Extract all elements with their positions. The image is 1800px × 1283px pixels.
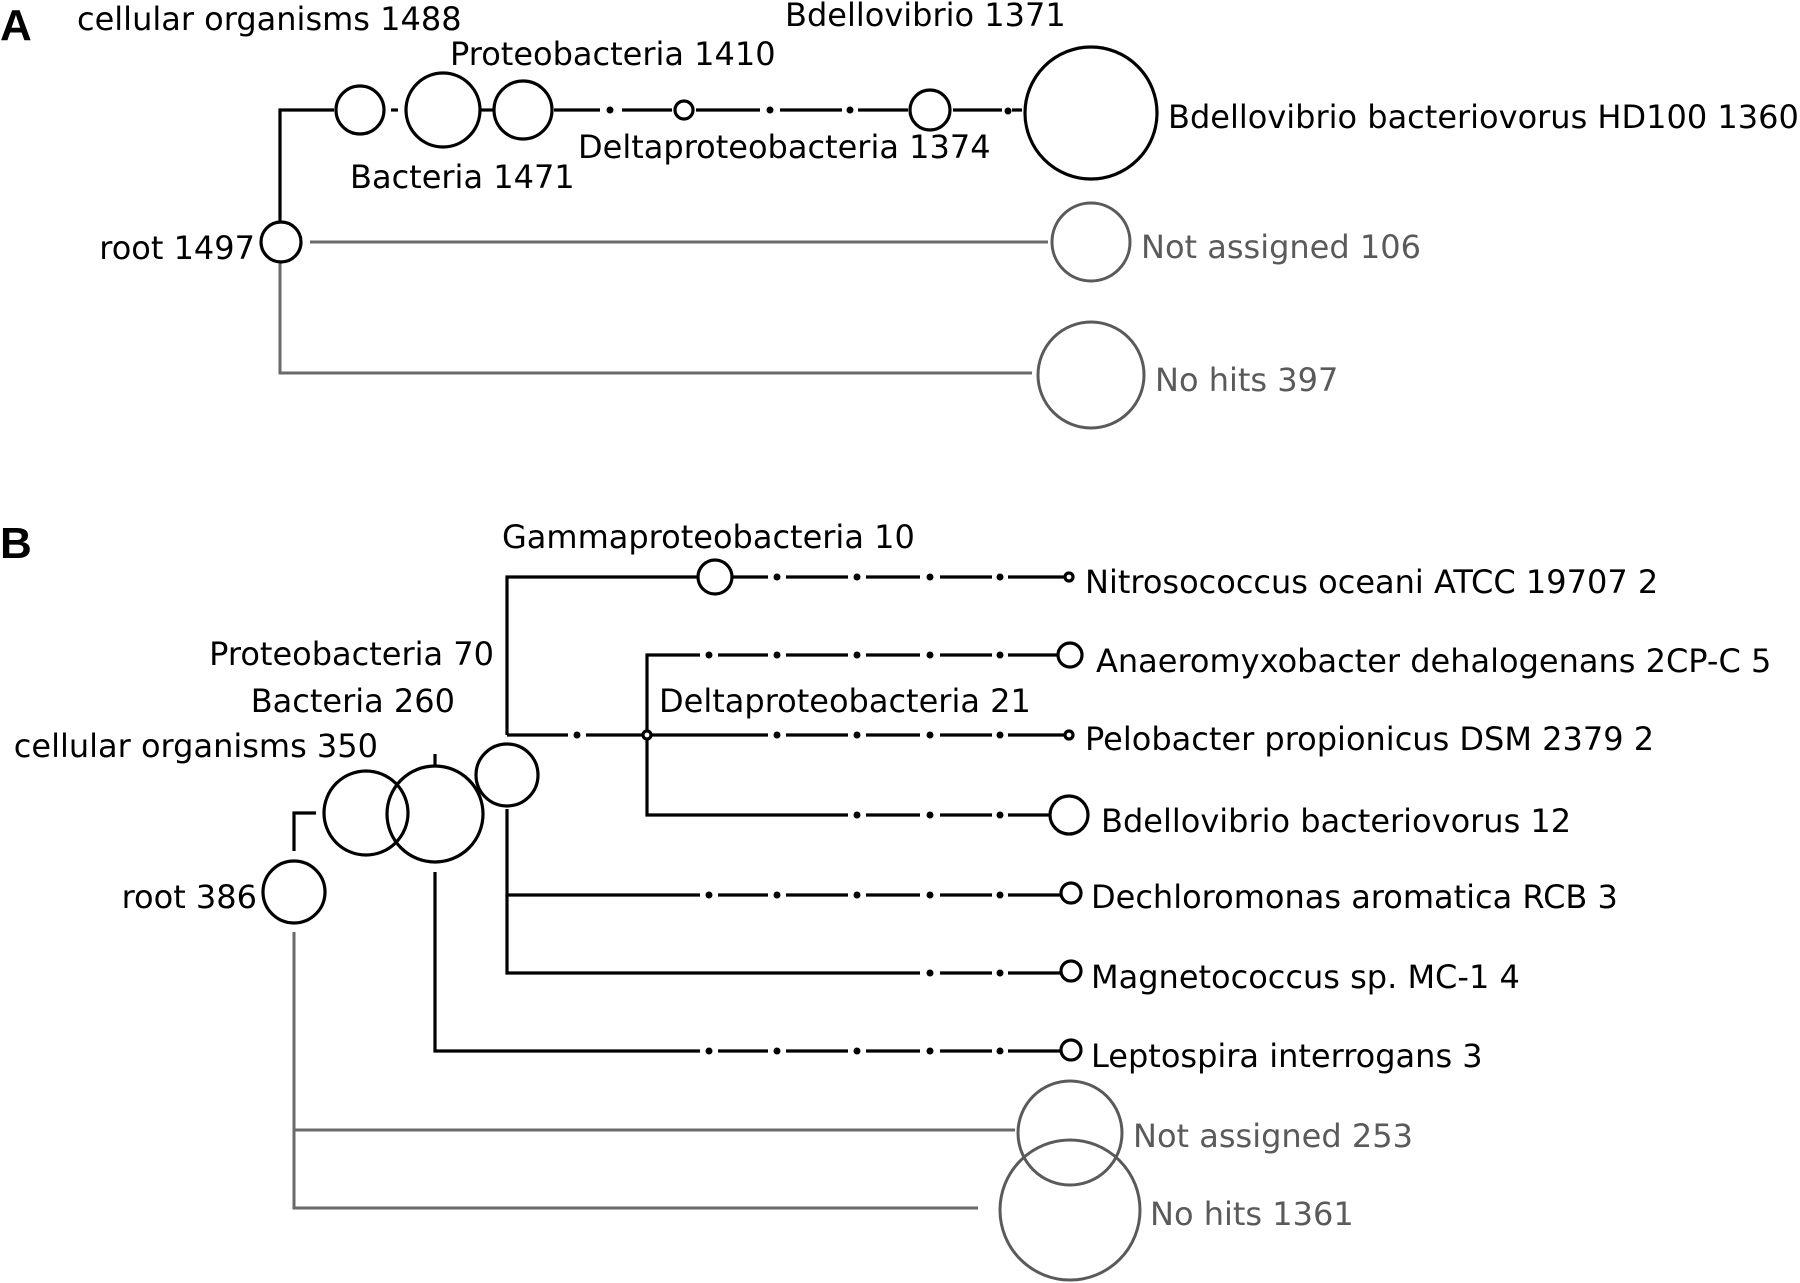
label-no-hits: No hits 1361 (1150, 1195, 1354, 1233)
rank-dot (846, 106, 854, 114)
node-deltaproteobacteria[interactable] (673, 99, 695, 121)
panel-b-letter: B (0, 519, 32, 568)
label-gammaproteobacteria: Gammaproteobacteria 10 (502, 518, 915, 556)
rank-dot (705, 1047, 713, 1055)
rank-dot (773, 731, 781, 739)
edge-proteo-gamma (505, 575, 698, 735)
rank-dot (573, 731, 581, 739)
rank-dot (853, 573, 861, 581)
node-gammaproteobacteria[interactable] (696, 558, 734, 596)
edge-proteo-magneto (505, 895, 1061, 975)
rank-dot (926, 969, 934, 977)
rank-dot (773, 891, 781, 899)
label-proteobacteria: Proteobacteria 70 (209, 635, 494, 673)
node-bacteria[interactable] (385, 764, 485, 864)
node-root[interactable] (261, 859, 327, 925)
rank-dot (996, 573, 1004, 581)
rank-dot (996, 891, 1004, 899)
rank-dot (996, 651, 1004, 659)
node-anaeromyxobacter[interactable] (1056, 641, 1084, 669)
label-root: root 1497 (99, 229, 255, 267)
label-root: root 386 (122, 878, 257, 916)
rank-dot (853, 651, 861, 659)
rank-dot (766, 106, 774, 114)
label-proteobacteria: Proteobacteria 1410 (450, 35, 776, 73)
edge-root-cellular (278, 108, 334, 222)
rank-dot (853, 811, 861, 819)
label-not-assigned: Not assigned 253 (1133, 1117, 1413, 1155)
rank-dots (573, 573, 1004, 1055)
panel-a-letter: A (0, 1, 32, 50)
label-bdellovibrio-hd100: Bdellovibrio bacteriovorus HD100 1360 (1168, 98, 1799, 136)
label-leptospira: Leptospira interrogans 3 (1091, 1037, 1483, 1075)
label-bdellovibrio-bacteriovorus: Bdellovibrio bacteriovorus 12 (1101, 802, 1571, 840)
rank-dot (853, 731, 861, 739)
rank-dot (996, 969, 1004, 977)
node-not-assigned[interactable] (1050, 201, 1132, 283)
rank-dot (996, 811, 1004, 819)
label-bdellovibrio: Bdellovibrio 1371 (785, 0, 1066, 34)
node-bacteria[interactable] (404, 71, 482, 149)
label-magnetococcus: Magnetococcus sp. MC-1 4 (1091, 958, 1520, 996)
label-pelobacter: Pelobacter propionicus DSM 2379 2 (1085, 720, 1654, 758)
label-bacteria: Bacteria 260 (251, 682, 455, 720)
label-bacteria: Bacteria 1471 (350, 158, 575, 196)
rank-dot (705, 891, 713, 899)
rank-dot (926, 651, 934, 659)
rank-dot (996, 731, 1004, 739)
rank-dot (926, 731, 934, 739)
rank-dot (1004, 107, 1012, 115)
rank-dot (773, 573, 781, 581)
node-leptospira[interactable] (1059, 1038, 1083, 1062)
edge-root-nohits (292, 932, 978, 1210)
label-deltaproteobacteria: Deltaproteobacteria 21 (659, 682, 1031, 720)
node-cellular-organisms[interactable] (322, 769, 410, 857)
rank-dot (996, 1047, 1004, 1055)
label-deltaproteobacteria: Deltaproteobacteria 1374 (578, 128, 991, 166)
node-proteobacteria[interactable] (492, 79, 554, 141)
label-not-assigned: Not assigned 106 (1141, 228, 1421, 266)
rank-dot (773, 1047, 781, 1055)
node-bdellovibrio-hd100[interactable] (1023, 45, 1159, 181)
node-bdellovibrio-bacteriovorus[interactable] (1048, 794, 1090, 836)
edge-proteo-dechlo (505, 809, 1061, 897)
node-root[interactable] (259, 220, 303, 264)
node-cellular-organisms[interactable] (334, 84, 386, 136)
edge-delta-bdello (645, 739, 1051, 817)
rank-dot (926, 1047, 934, 1055)
label-no-hits: No hits 397 (1155, 361, 1338, 399)
node-no-hits[interactable] (998, 1138, 1142, 1282)
node-bdellovibrio[interactable] (908, 88, 952, 132)
rank-dot (853, 891, 861, 899)
rank-dot (926, 573, 934, 581)
rank-dot (926, 891, 934, 899)
node-not-assigned[interactable] (1016, 1079, 1124, 1187)
edge-root-cellular (292, 811, 316, 851)
node-pelobacter[interactable] (1063, 729, 1075, 741)
rank-dot (926, 811, 934, 819)
label-nitrosococcus: Nitrosococcus oceani ATCC 19707 2 (1085, 563, 1658, 601)
label-dechloromonas: Dechloromonas aromatica RCB 3 (1091, 878, 1618, 916)
panel-b: B (0, 518, 1771, 1282)
rank-dot (705, 651, 713, 659)
edge-delta-anaero (645, 653, 1057, 731)
label-cellular-organisms: cellular organisms 350 (14, 727, 378, 765)
node-proteobacteria[interactable] (474, 742, 540, 808)
label-anaeromyxobacter: Anaeromyxobacter dehalogenans 2CP-C 5 (1096, 642, 1771, 680)
panel-a: A cellular organisms 1488 Proteobacteria… (0, 0, 1799, 430)
rank-dot (606, 106, 614, 114)
rank-dot (853, 1047, 861, 1055)
node-dechloromonas[interactable] (1059, 881, 1083, 905)
node-nitrosococcus[interactable] (1063, 571, 1075, 583)
edge-root-nohits (278, 262, 1032, 375)
rank-dot (773, 651, 781, 659)
node-no-hits[interactable] (1036, 320, 1146, 430)
edge-bacteria-lepto (433, 872, 1061, 1053)
label-cellular-organisms: cellular organisms 1488 (77, 0, 462, 38)
node-deltaproteobacteria[interactable] (641, 729, 653, 741)
node-magnetococcus[interactable] (1059, 959, 1083, 983)
